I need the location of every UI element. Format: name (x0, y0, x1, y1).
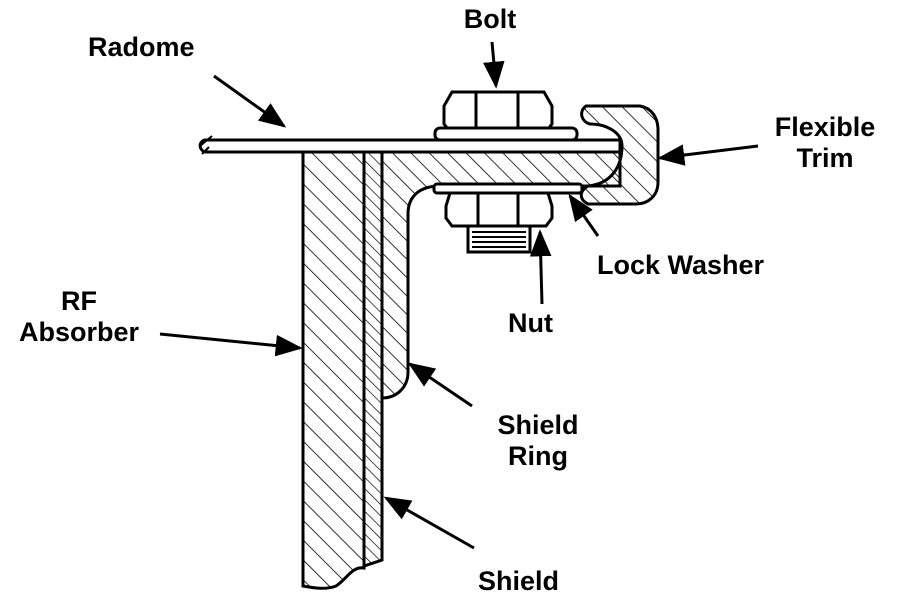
nut-leader-arrow (529, 229, 552, 305)
shield-label: Shield (478, 566, 560, 596)
lock-washer-label: Lock Washer (597, 250, 765, 280)
bolt-head (433, 90, 579, 142)
radome-leader-arrow (213, 74, 287, 128)
shield-leader-arrow (383, 496, 475, 550)
lock-washer-leader-arrow (568, 193, 600, 237)
rf-absorber-label-line1: RF (61, 286, 97, 316)
bolt-leader-arrow (483, 41, 505, 89)
flexible-trim-label-line2: Trim (796, 143, 854, 173)
flexible-trim (579, 104, 660, 206)
rf-absorber (301, 146, 366, 590)
rf-absorber-label: RF Absorber (4, 286, 154, 348)
leader-arrows (159, 41, 759, 550)
radome-label: Radome (88, 32, 195, 62)
nut (444, 191, 554, 228)
shield-ring-leader-arrow (407, 362, 473, 408)
bolt-label: Bolt (463, 4, 517, 34)
shield-ring-label-line2: Ring (508, 441, 568, 471)
rf-absorber-label-line2: Absorber (18, 317, 140, 347)
nut-label: Nut (508, 308, 553, 338)
rf-absorber-leader-arrow (159, 332, 303, 357)
shield-ring-label-line1: Shield (497, 410, 579, 440)
flexible-trim-leader-arrow (657, 144, 759, 166)
shield-ring-label: Shield Ring (478, 410, 598, 472)
bolt-thread (466, 224, 532, 254)
flexible-trim-label: Flexible Trim (760, 112, 890, 174)
radome-panel (198, 135, 622, 155)
flexible-trim-label-line1: Flexible (774, 112, 876, 142)
shield-strip (362, 150, 384, 569)
